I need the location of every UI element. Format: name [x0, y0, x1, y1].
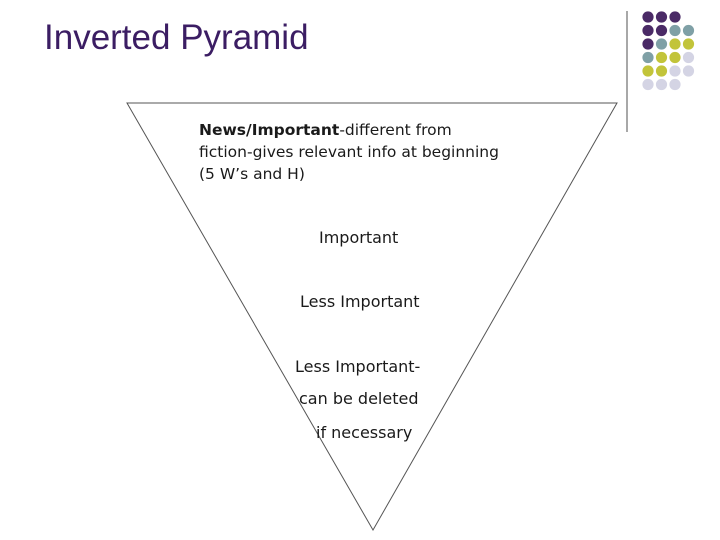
top-line-1: News/Important-different from	[199, 119, 499, 141]
decorative-dot	[642, 24, 654, 37]
pyramid-level-news-important: News/Important-different from fiction-gi…	[199, 119, 499, 185]
decorative-dot	[655, 11, 668, 23]
top-line-2: fiction-gives relevant info at beginning	[199, 143, 499, 161]
top-line-3: (5 W’s and H)	[199, 165, 305, 183]
decorative-dot	[682, 24, 695, 37]
decorative-dot	[669, 24, 681, 37]
pyramid-level-less-important-deletable-1: Less Important-	[295, 357, 421, 376]
decorative-dot	[655, 51, 668, 64]
pyramid-level-less-important-deletable-2: can be deleted	[299, 389, 419, 408]
decorative-dot	[642, 38, 654, 50]
pyramid-level-important: Important	[319, 228, 399, 247]
decorative-dot	[682, 38, 695, 50]
pyramid-outline	[126, 102, 618, 532]
decorative-dot	[642, 11, 654, 23]
decorative-dot	[642, 78, 654, 91]
top-line-1-rest: -different from	[339, 121, 452, 139]
decorative-dot	[655, 24, 668, 37]
decorative-dot-grid	[626, 11, 695, 132]
decorative-dot	[655, 65, 668, 77]
decorative-dot	[682, 51, 695, 64]
decorative-dot	[669, 78, 681, 91]
decorative-dot	[655, 38, 668, 50]
news-important-bold: News/Important	[199, 121, 340, 139]
pyramid-level-less-important: Less Important	[300, 292, 420, 311]
decorative-dot	[642, 51, 654, 64]
decorative-dot	[642, 65, 654, 77]
decorative-dot	[669, 11, 681, 23]
slide-title: Inverted Pyramid	[44, 18, 309, 57]
decorative-dot	[669, 51, 681, 64]
pyramid-level-less-important-deletable-3: if necessary	[316, 423, 413, 442]
decorative-dot	[655, 78, 668, 91]
decorative-dot	[669, 38, 681, 50]
decorative-dot	[682, 65, 695, 77]
decorative-dot	[669, 65, 681, 77]
